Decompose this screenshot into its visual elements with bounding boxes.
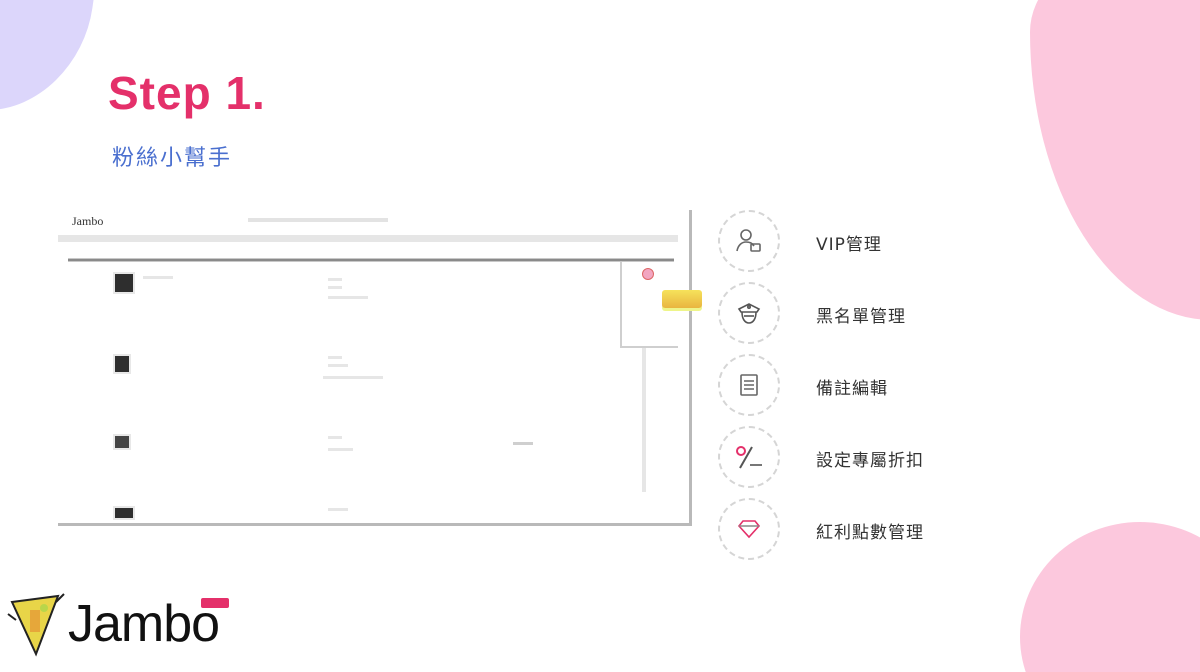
police-icon xyxy=(718,282,780,344)
percent-icon xyxy=(718,426,780,488)
feature-discount: 設定專屬折扣 xyxy=(718,426,1018,490)
screenshot-navbar xyxy=(58,235,678,242)
user-icon xyxy=(718,210,780,272)
note-icon xyxy=(718,354,780,416)
logo-text: Jambo xyxy=(68,595,220,653)
feature-label: 紅利點數管理 xyxy=(816,523,924,543)
row-thumbnail xyxy=(113,434,131,450)
feature-vip: VIP管理 xyxy=(718,210,1018,274)
screenshot-row xyxy=(58,506,618,523)
screenshot-row xyxy=(58,354,618,424)
feature-blacklist: 黑名單管理 xyxy=(718,282,1018,346)
feature-notes: 備註編輯 xyxy=(718,354,1018,418)
row-thumbnail xyxy=(113,354,131,374)
screenshot-table-header xyxy=(68,258,674,262)
screenshot-row xyxy=(58,272,618,342)
pointer-arrow-icon xyxy=(662,290,702,308)
menu-indicator-icon xyxy=(642,268,654,280)
diamond-icon xyxy=(718,498,780,560)
row-thumbnail xyxy=(113,506,135,520)
feature-label: 黑名單管理 xyxy=(816,307,906,327)
feature-label: VIP管理 xyxy=(816,235,882,255)
slide-subtitle: 粉絲小幫手 xyxy=(112,146,233,171)
jambo-logo: Jambo xyxy=(6,590,236,660)
slide-title: Step 1. xyxy=(108,67,266,119)
screenshot-topbar xyxy=(248,218,388,222)
decorative-pink-shape-top xyxy=(1030,0,1200,320)
embedded-screenshot: Jambo xyxy=(58,210,692,526)
screenshot-row xyxy=(58,434,618,504)
decorative-pink-shape-bottom xyxy=(1020,522,1200,672)
screenshot-brand: Jambo xyxy=(72,214,104,228)
feature-label: 設定專屬折扣 xyxy=(816,451,924,471)
decorative-purple-shape xyxy=(0,0,102,110)
feature-points: 紅利點數管理 xyxy=(718,498,1018,562)
row-thumbnail xyxy=(113,272,135,294)
pizza-mascot-icon xyxy=(7,593,65,657)
logo-live-badge xyxy=(201,598,229,608)
feature-label: 備註編輯 xyxy=(816,379,888,399)
